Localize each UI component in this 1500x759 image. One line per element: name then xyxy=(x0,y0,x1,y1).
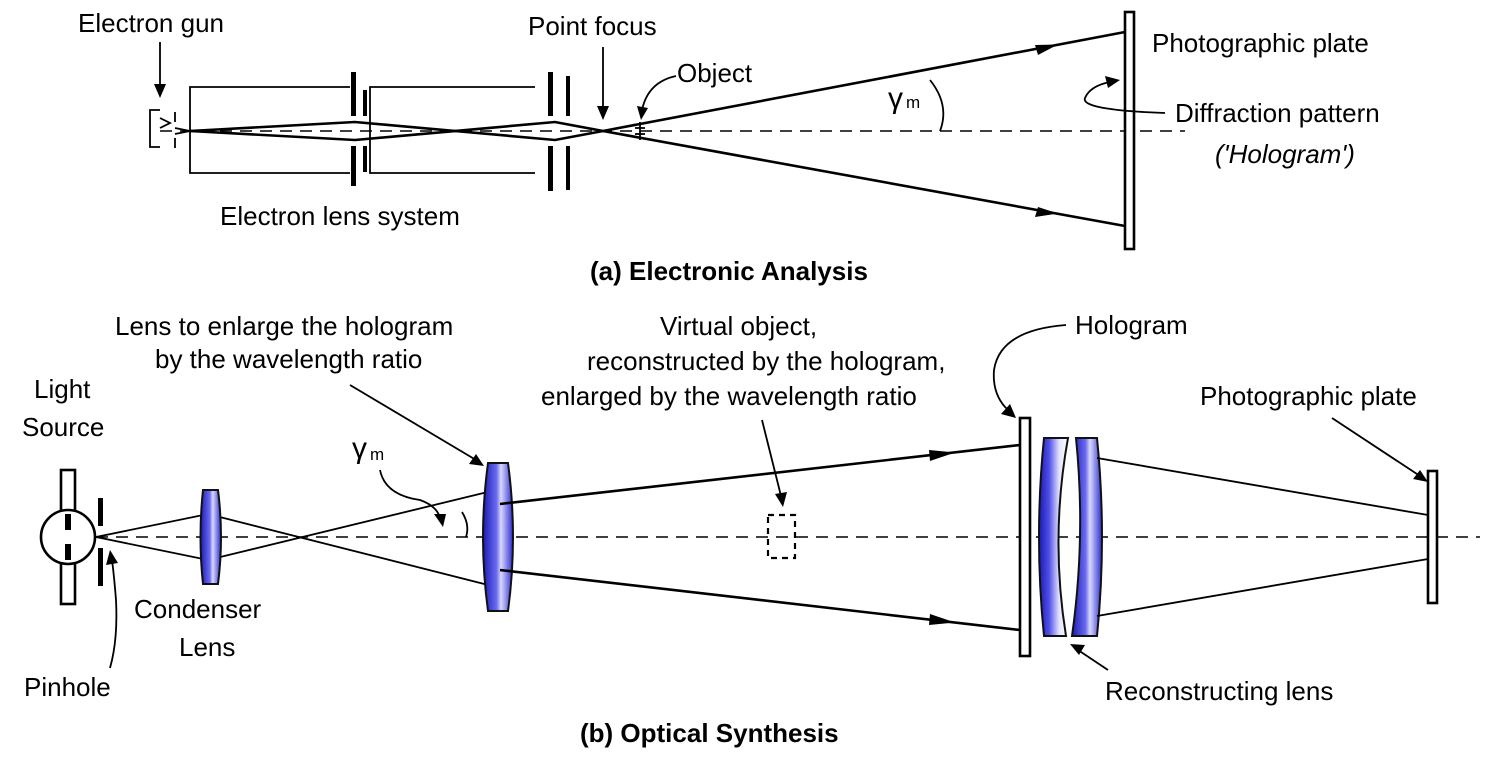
caption-a: (a) Electronic Analysis xyxy=(590,256,868,286)
arrowhead xyxy=(1413,470,1428,482)
pointer xyxy=(992,324,1067,411)
hologram-a-label: ('Hologram') xyxy=(1215,139,1355,169)
aperture-bars xyxy=(351,72,570,191)
pointer xyxy=(349,384,477,461)
caption-b: (b) Optical Synthesis xyxy=(580,718,839,748)
lens-system-label: Electron lens system xyxy=(220,201,460,231)
gamma-sub-a: m xyxy=(906,93,920,112)
enlarging-lens xyxy=(482,462,514,612)
lens-enlarge-label-1: Lens to enlarge the hologram xyxy=(115,311,453,341)
condenser-label-1: Condenser xyxy=(134,594,262,624)
rays-b-final xyxy=(1096,457,1429,617)
pointer xyxy=(1077,649,1109,671)
light-source-label-1: Light xyxy=(34,374,91,404)
condenser-label-2: Lens xyxy=(179,632,235,662)
light-source-icon xyxy=(39,468,97,606)
pointer xyxy=(641,75,677,111)
pointer xyxy=(1331,417,1421,477)
pinhole-icon xyxy=(98,498,103,586)
arrowhead xyxy=(597,106,609,120)
virtual-object-label-1: Virtual object, xyxy=(660,311,817,341)
panel-b-optical-synthesis: Lens to enlarge the hologram by the wave… xyxy=(22,310,1480,748)
lens-enlarge-label-2: by the wavelength ratio xyxy=(155,344,422,374)
angle-arc-a xyxy=(929,79,945,132)
arrowhead xyxy=(469,454,484,466)
gamma-b: γ xyxy=(352,432,367,465)
pointer xyxy=(761,419,782,497)
arrowhead xyxy=(154,84,166,98)
arrowhead xyxy=(929,450,955,461)
virtual-object-label-2: reconstructed by the hologram, xyxy=(587,346,945,376)
reconstructing-lens-concave xyxy=(1038,437,1070,637)
pointer xyxy=(379,469,441,519)
reconstructing-lens-label: Reconstructing lens xyxy=(1105,676,1333,706)
angle-arc-b xyxy=(461,511,469,538)
arrowhead xyxy=(775,492,787,507)
arrowhead xyxy=(929,614,955,625)
electron-gun-icon xyxy=(149,109,176,148)
arrowhead xyxy=(106,550,118,565)
reconstructing-lens-convex xyxy=(1070,437,1103,637)
arrowhead xyxy=(1035,207,1058,217)
arrowhead xyxy=(1105,76,1120,88)
arrowhead xyxy=(1070,644,1085,655)
rays-b-condenser xyxy=(95,488,501,589)
photographic-plate-a xyxy=(1123,10,1136,251)
pointer xyxy=(109,559,118,669)
condenser-lens xyxy=(199,489,222,585)
object-marker xyxy=(635,122,645,140)
photographic-plate-a-label: Photographic plate xyxy=(1152,28,1369,58)
lens-housing-2 xyxy=(369,86,535,174)
arrowhead xyxy=(637,106,648,120)
electron-beam xyxy=(174,120,604,142)
object-label: Object xyxy=(677,58,753,88)
virtual-object-label-3: enlarged by the wavelength ratio xyxy=(541,381,917,411)
gamma-sub-b: m xyxy=(370,445,384,464)
gamma-a: γ xyxy=(888,82,903,115)
rays-a xyxy=(602,30,1126,228)
hologram-plate xyxy=(1018,416,1032,658)
pinhole-label: Pinhole xyxy=(24,672,111,702)
arrowhead xyxy=(434,514,446,527)
light-source-label-2: Source xyxy=(22,412,104,442)
photographic-plate-b xyxy=(1426,469,1439,605)
panel-a-electronic-analysis: Electron gun Point focus Object γ m Phot… xyxy=(78,8,1380,286)
electron-gun-label: Electron gun xyxy=(78,8,224,38)
virtual-object xyxy=(766,513,797,560)
point-focus-label: Point focus xyxy=(528,11,657,41)
pointer xyxy=(1084,81,1166,114)
photographic-plate-b-label: Photographic plate xyxy=(1200,381,1417,411)
arrowhead xyxy=(1035,44,1058,55)
diffraction-pattern-label: Diffraction pattern xyxy=(1175,98,1380,128)
rays-b-hologram xyxy=(499,443,1021,632)
hologram-b-label: Hologram xyxy=(1075,310,1188,340)
arrowhead xyxy=(1001,404,1016,418)
